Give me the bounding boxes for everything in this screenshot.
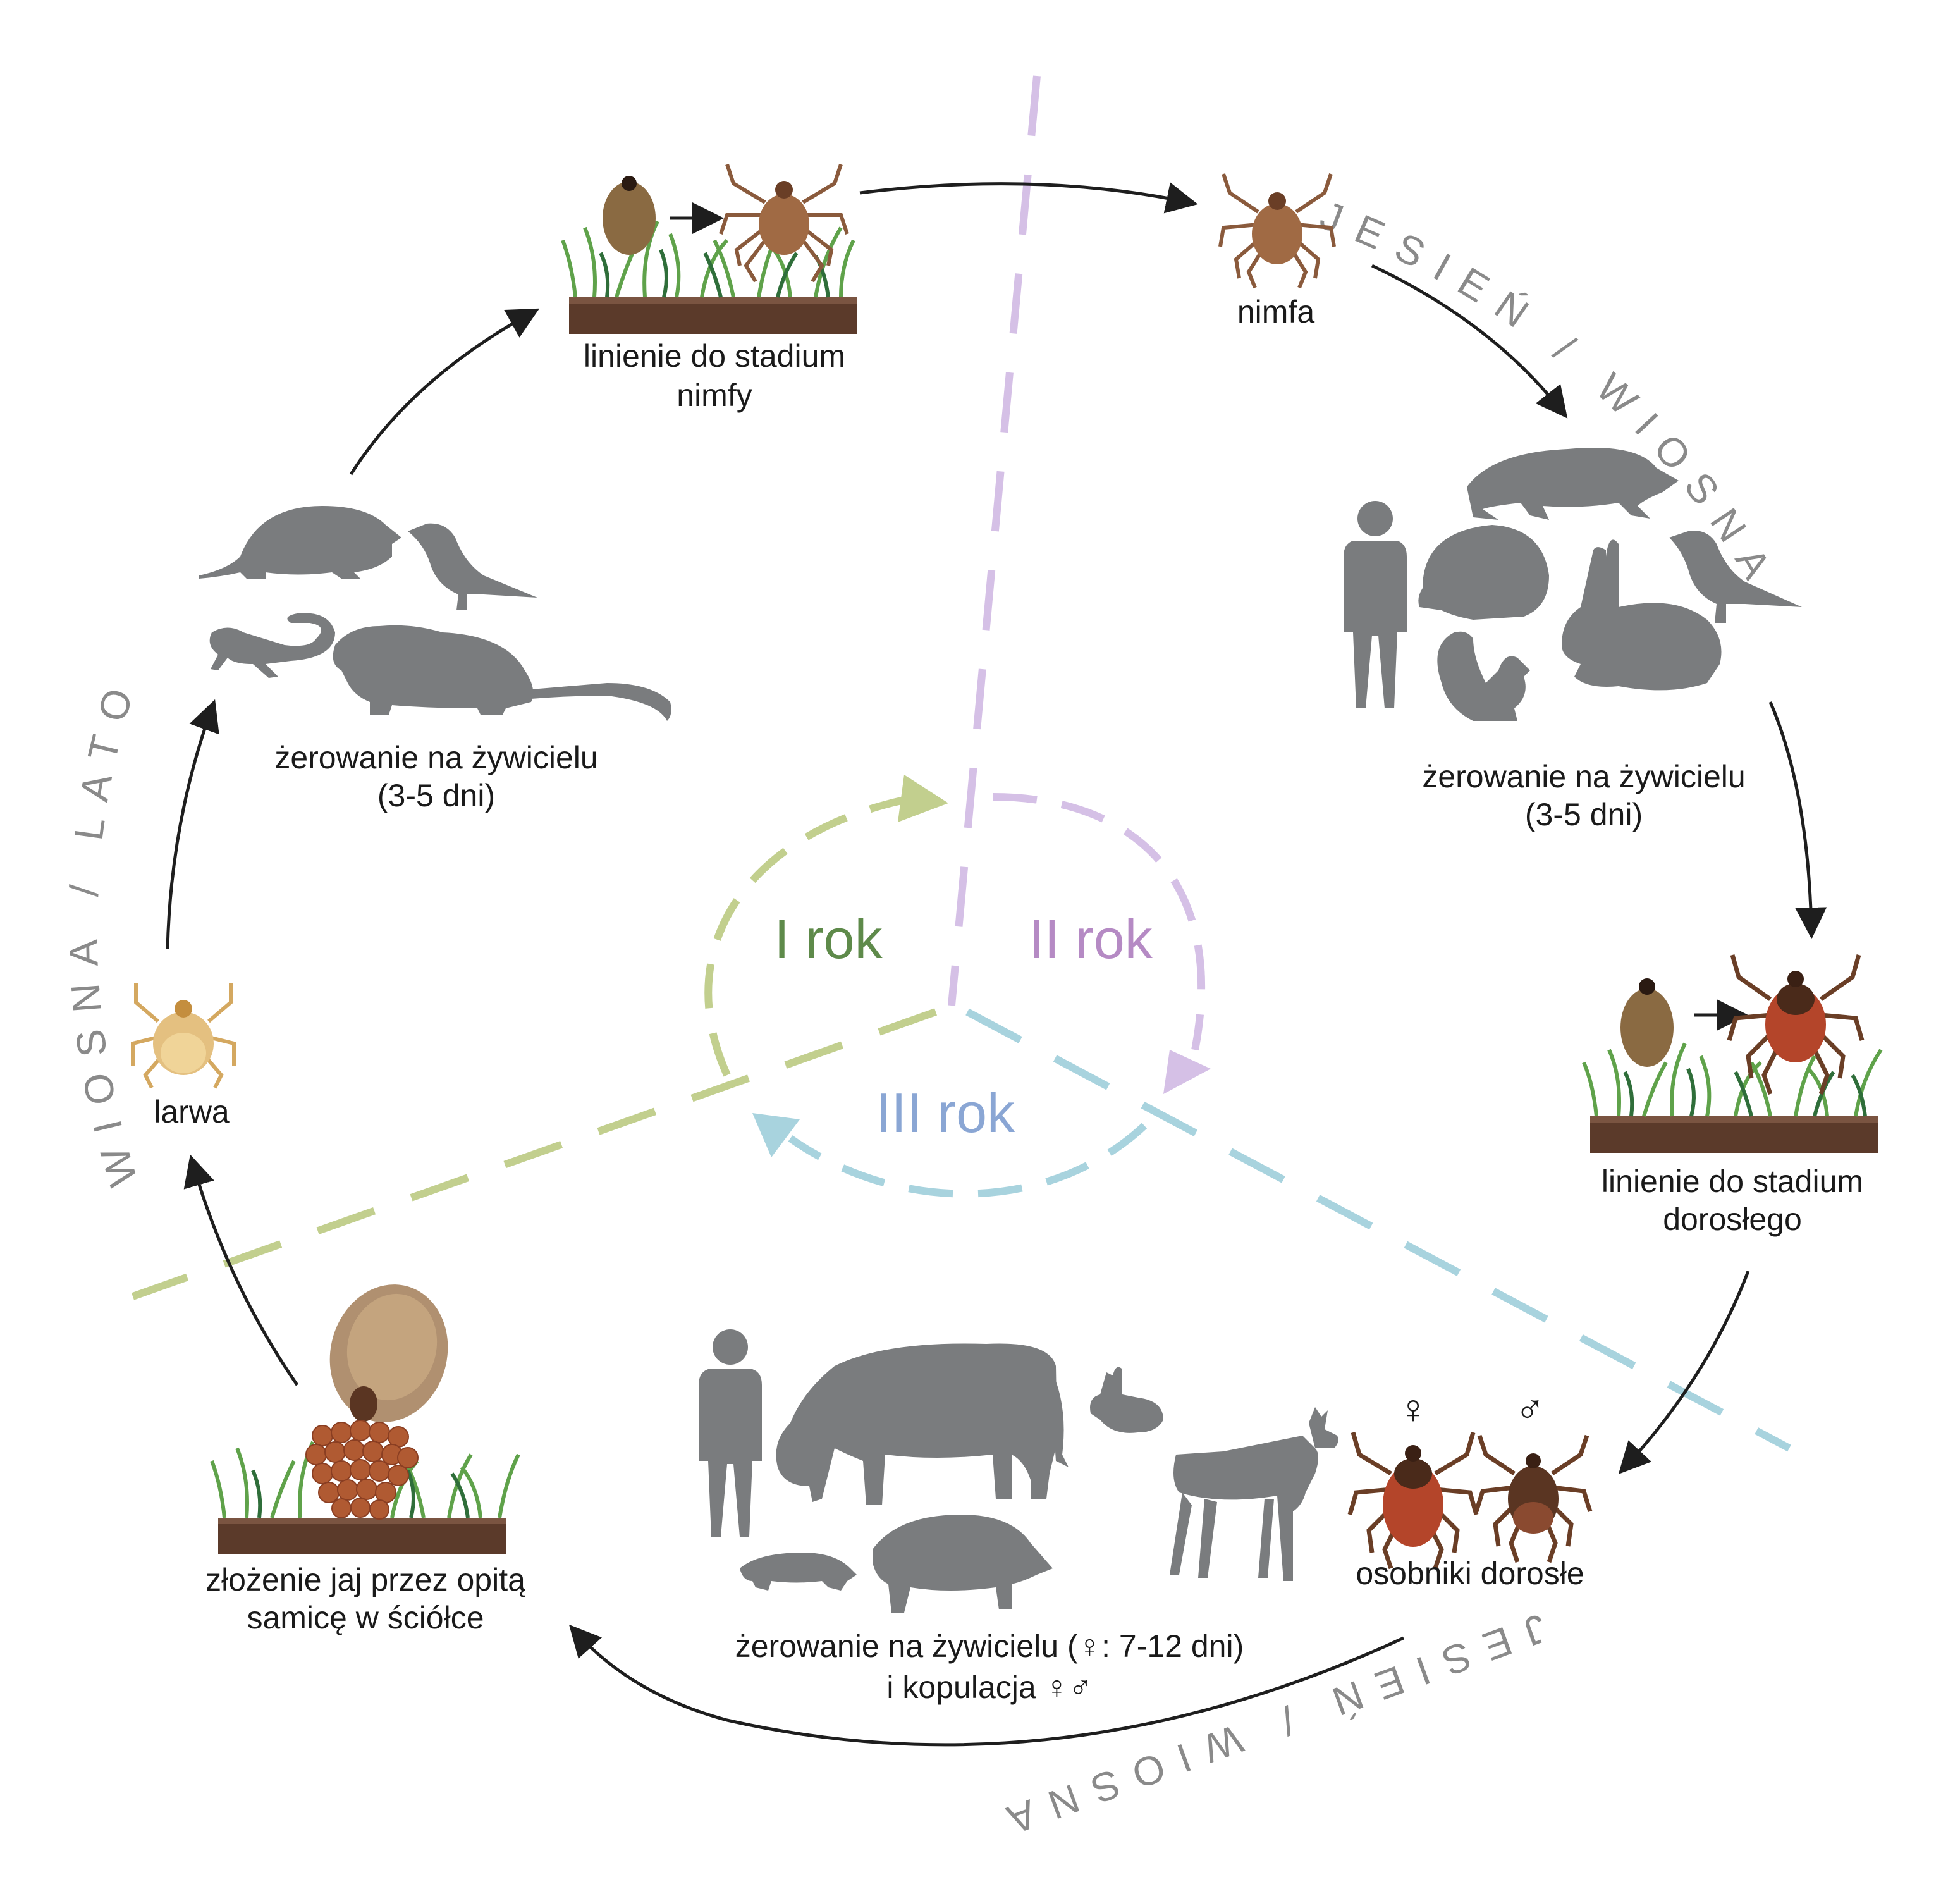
year2-label: II rok: [1029, 908, 1153, 970]
feed-larva-label-line1: żerowanie na żywicielu: [274, 740, 597, 775]
female-tick-icon: [1347, 1432, 1479, 1570]
molt-adult-illustration: [1582, 954, 1883, 1153]
year2-cycle-arc: [992, 793, 1206, 1051]
human-icon: [1344, 501, 1407, 708]
larva-label: larwa: [154, 1094, 230, 1129]
squirrel-icon: [1437, 631, 1530, 721]
eggs-label-line1: złożenie jaj przez opitą: [205, 1562, 525, 1597]
year2-arrowhead: [1163, 1050, 1211, 1094]
vole-icon: [199, 506, 401, 579]
green-year-boundary: [131, 1008, 938, 1300]
human-icon: [699, 1329, 762, 1537]
larva-hosts-illustration: [199, 506, 671, 721]
feed-nymph-label-line2: (3-5 dni): [1525, 797, 1643, 832]
molt-nymph-illustration: [561, 164, 857, 334]
egg-mass-icon: [305, 1420, 419, 1520]
adult-hosts-illustration: [699, 1329, 1338, 1613]
nymph-tick-icon: [719, 164, 849, 283]
badger-small-icon: [740, 1553, 857, 1591]
badger-icon: [1467, 448, 1679, 520]
nymph-hosts-illustration: [1344, 448, 1802, 721]
feed-nymph-label-line1: żerowanie na żywicielu: [1422, 759, 1745, 794]
nymph-icon: [1218, 173, 1336, 289]
hedgehog-icon: [1418, 525, 1549, 620]
eggs-illustration: [210, 1284, 520, 1554]
year3-arrowhead: [752, 1113, 800, 1157]
adults-label: osobniki dorosłe: [1356, 1556, 1584, 1591]
female-symbol: ♀: [1398, 1386, 1428, 1432]
molt-adult-label-line2: dorosłego: [1663, 1202, 1802, 1237]
mouse-icon: [333, 625, 671, 721]
molt-nymph-label-line1: linienie do stadium: [584, 338, 845, 374]
arrow-feed-to-molt-adult: [1768, 701, 1827, 939]
rabbit-icon: [1562, 539, 1722, 691]
feed-adult-label-line1: żerowanie na żywicielu (♀: 7-12 dni): [735, 1628, 1244, 1664]
arrow-adults-to-eggs: [568, 1624, 1405, 1747]
larva-icon: [131, 983, 236, 1089]
arrow-feed-to-molt-nymph: [349, 308, 540, 476]
songbird-icon: [408, 523, 537, 610]
wild-boar-icon: [873, 1515, 1053, 1613]
adult-tick-icon: [1727, 954, 1865, 1095]
purple-year-boundary: [948, 75, 1041, 1006]
arrow-eggs-to-larva: [183, 1154, 299, 1386]
eggs-label-line2: samicę w ściółce: [247, 1600, 484, 1635]
lizard-icon: [209, 613, 335, 678]
nymph-label: nimfa: [1237, 294, 1314, 329]
year1-cycle-arc: [704, 796, 905, 1077]
engorged-larva-icon: [603, 182, 656, 255]
arrow-molt-to-adults: [1618, 1271, 1750, 1474]
year3-label: III rok: [876, 1081, 1015, 1144]
molt-adult-label-line1: linienie do stadium: [1602, 1164, 1863, 1199]
feed-adult-label-line2: i kopulacja ♀♂: [886, 1670, 1092, 1705]
season-spring-summer: WIOSNA / LATO: [60, 668, 146, 1191]
feed-larva-label-line2: (3-5 dni): [377, 778, 495, 813]
rabbit-small-icon: [1090, 1367, 1163, 1433]
arrow-nymph-to-feed: [1371, 264, 1568, 419]
year1-label: I rok: [774, 908, 883, 970]
male-tick-icon: [1474, 1434, 1593, 1563]
bird-icon: [1669, 531, 1802, 623]
roe-deer-icon: [1170, 1407, 1338, 1581]
arrow-larva-to-feed: [166, 699, 219, 949]
male-symbol: ♂: [1515, 1386, 1545, 1432]
arrow-molt-to-nymph: [859, 182, 1198, 214]
year1-arrowhead: [898, 775, 948, 822]
molt-nymph-label-line2: nimfy: [677, 378, 752, 413]
cow-icon: [776, 1343, 1069, 1505]
engorged-nymph-icon: [1620, 988, 1674, 1067]
blue-year-boundary: [965, 1008, 1791, 1452]
